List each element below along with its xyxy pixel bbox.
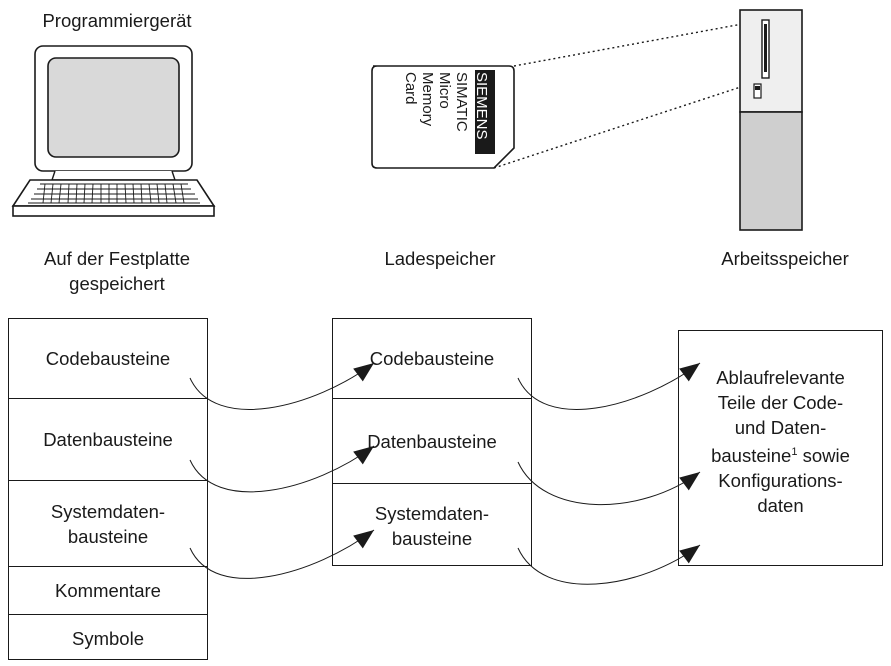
- computer-icon: [11, 45, 216, 217]
- load-system-data-blocks: Systemdaten- bausteine: [333, 483, 531, 567]
- load-memory-block-list: Codebausteine Datenbausteine Systemdaten…: [332, 318, 532, 566]
- hdd-data-blocks: Datenbausteine: [9, 398, 207, 480]
- cpu-module-icon: [739, 9, 803, 231]
- work-memory-box: Ablaufrelevante Teile der Code- und Date…: [678, 330, 883, 566]
- work-line-6: daten: [757, 495, 804, 517]
- load-code-blocks: Codebausteine: [369, 348, 495, 369]
- load-data-blocks: Datenbausteine: [333, 398, 531, 483]
- card-brand: SIEMENS: [473, 72, 490, 140]
- work-line-4-pre: bausteine: [711, 445, 792, 467]
- programmer-title: Programmiergerät: [42, 10, 192, 31]
- work-line-3: und Daten-: [734, 417, 827, 438]
- work-line-5: Konfigurations-: [718, 470, 843, 492]
- hdd-caption: Auf der Festplatte gespeichert: [43, 248, 191, 294]
- work-line-1: Ablaufrelevante: [716, 367, 845, 388]
- card-line-2: Micro: [436, 72, 453, 109]
- card-line-1: SIMATIC: [453, 72, 470, 132]
- memory-card-icon: SIEMENS SIMATIC Micro Memory Card: [371, 65, 515, 169]
- work-line-4-post: sowie: [797, 445, 850, 467]
- hdd-system-data-blocks: Systemdaten- bausteine: [9, 480, 207, 566]
- work-memory-caption: Arbeitsspeicher: [721, 248, 849, 269]
- work-line-4: bausteine1 sowie: [679, 440, 882, 468]
- hdd-symbols: Symbole: [9, 614, 207, 661]
- work-memory-description: Ablaufrelevante Teile der Code- und Date…: [679, 365, 882, 518]
- hdd-comments: Kommentare: [9, 566, 207, 614]
- work-line-2: Teile der Code-: [717, 392, 844, 413]
- card-line-3: Memory: [419, 72, 436, 127]
- load-memory-caption: Ladespeicher: [384, 248, 496, 269]
- footnote-marker: 1: [791, 446, 798, 458]
- dotted-lines: [493, 19, 769, 169]
- hdd-block-list: Codebausteine Datenbausteine Systemdaten…: [8, 318, 208, 660]
- card-line-4: Card: [402, 72, 419, 105]
- hdd-code-blocks: Codebausteine: [45, 348, 171, 369]
